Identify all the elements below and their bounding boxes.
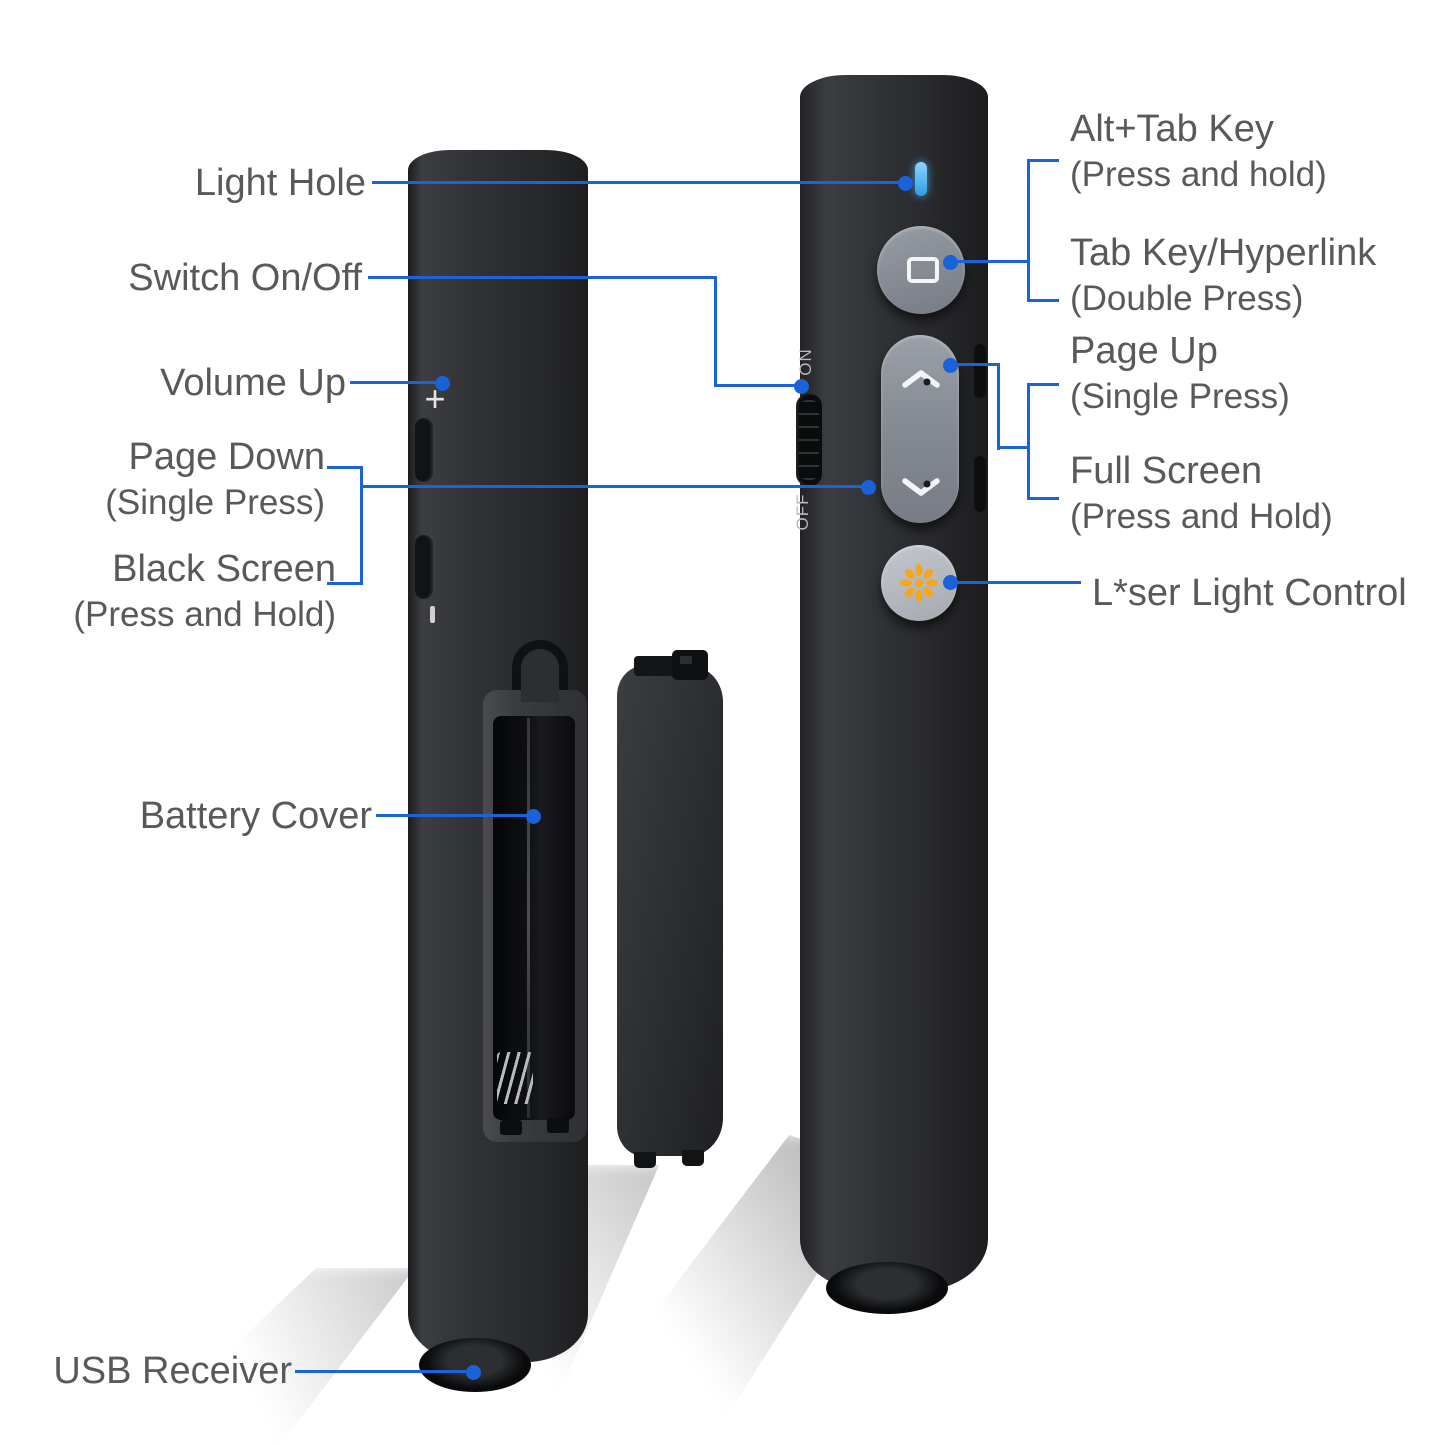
connector-line-switch-b [714, 276, 717, 386]
chevron-up-icon [902, 370, 940, 388]
bracket-page-down-top [327, 466, 363, 469]
indicator-light-hole [915, 162, 927, 196]
connector-line-switch-c [714, 384, 802, 387]
on-off-slider-switch [796, 394, 822, 486]
battery-cover-foot [634, 1152, 656, 1168]
battery-cover-hook-slot [680, 656, 692, 664]
switch-off-marking: OFF [793, 493, 812, 531]
connector-line-tab-button [951, 260, 1030, 263]
bracket-alt-tab-top [1027, 159, 1059, 162]
chevron-down-icon [902, 478, 940, 496]
label-tab-key-hyperlink: Tab Key/Hyperlink (Double Press) [1070, 232, 1377, 318]
tab-key-button [877, 226, 965, 314]
battery-cover-hook [672, 650, 708, 680]
label-usb-receiver: USB Receiver [53, 1350, 292, 1392]
volume-down-side-button [415, 535, 433, 599]
connector-dot-page-down [861, 480, 876, 495]
connector-line-switch-a [368, 276, 717, 279]
battery-latch-slot [500, 1120, 522, 1135]
connector-dot-volume [435, 376, 450, 391]
connector-line-page-up-a [951, 363, 1000, 366]
label-black-screen: Black Screen (Press and Hold) [73, 548, 336, 634]
volume-minus-marking [430, 606, 435, 623]
bracket-page-up-top [1027, 383, 1059, 386]
bracket-page-up-vert [1027, 383, 1030, 500]
connector-dot-switch [794, 379, 809, 394]
battery-cover-part [617, 666, 723, 1156]
usb-receiver-recess-right [826, 1262, 948, 1314]
connector-dot-page-up [943, 358, 958, 373]
connector-dot-battery [526, 809, 541, 824]
connector-line-page-down [360, 485, 869, 488]
connector-dot-tab-button [943, 255, 958, 270]
sunburst-icon [900, 564, 938, 602]
volume-up-side-button [415, 418, 433, 482]
connector-line-usb [295, 1370, 474, 1373]
battery-compartment-edge [527, 718, 530, 1118]
battery-cover-foot [682, 1150, 704, 1166]
connector-dot-light-hole [898, 176, 913, 191]
battery-door-hinge-inner [521, 649, 559, 702]
side-button-edge [974, 344, 986, 398]
label-volume-up: Volume Up [160, 362, 346, 404]
switch-on-marking: ON [796, 348, 815, 376]
label-alt-tab-key: Alt+Tab Key (Press and hold) [1070, 108, 1327, 194]
label-laser-light-control: L*ser Light Control [1092, 572, 1407, 614]
square-outline-icon [907, 257, 939, 283]
connector-line-page-up-b [997, 363, 1000, 450]
on-off-slider-ridges [799, 400, 819, 480]
bracket-page-up-bottom [1027, 497, 1059, 500]
bracket-alt-tab-vert [1027, 159, 1030, 302]
label-full-screen: Full Screen (Press and Hold) [1070, 450, 1333, 536]
battery-latch-slot [547, 1118, 569, 1133]
bracket-page-down-bottom [327, 582, 363, 585]
connector-line-page-up-c [997, 446, 1030, 449]
label-battery-cover: Battery Cover [139, 795, 372, 837]
side-button-edge [974, 456, 986, 512]
label-light-hole: Light Hole [194, 162, 366, 204]
connector-line-volume [350, 381, 443, 384]
connector-dot-laser [943, 575, 958, 590]
connector-dot-usb [466, 1365, 481, 1380]
connector-line-light-hole [372, 181, 906, 184]
connector-line-battery [376, 814, 534, 817]
battery-spring [497, 1052, 533, 1104]
battery-cover-clip [634, 656, 680, 676]
label-page-up: Page Up (Single Press) [1070, 330, 1290, 416]
connector-line-laser [951, 581, 1081, 584]
bracket-alt-tab-bottom [1027, 299, 1059, 302]
label-switch-on-off: Switch On/Off [128, 257, 362, 299]
label-page-down: Page Down (Single Press) [105, 436, 325, 522]
bracket-page-down-vert [360, 466, 363, 585]
